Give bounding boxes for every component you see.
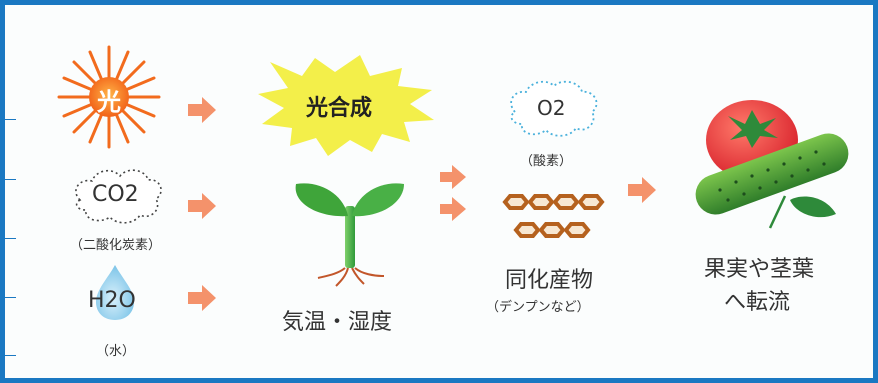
- co2-label: CO2: [92, 182, 139, 207]
- input-arrows: [188, 97, 216, 311]
- water-drop-icon: [96, 265, 134, 320]
- conditions-label: 気温・湿度: [282, 310, 393, 335]
- o2-caption: （酸素）: [520, 154, 573, 169]
- water-label: H2O: [88, 288, 136, 313]
- co2-caption: （二酸化炭素）: [70, 238, 162, 253]
- light-label: 光: [97, 88, 121, 116]
- edge-tick: [0, 297, 16, 298]
- edge-tick: [0, 119, 16, 120]
- edge-tick: [0, 355, 16, 356]
- photosynthesis-label: 光合成: [306, 96, 373, 121]
- o2-cloud-icon: [510, 80, 598, 137]
- sprout-icon: [295, 183, 404, 287]
- co2-cloud-icon: [75, 169, 162, 224]
- assimilate-label: 同化産物: [505, 268, 594, 293]
- tomato-cucumber-icon: [695, 100, 849, 229]
- water-caption: （水）: [96, 344, 136, 359]
- o2-label: O2: [537, 96, 566, 120]
- sun-icon: [57, 45, 161, 149]
- photosynthesis-burst-icon: [258, 55, 434, 156]
- assimilate-caption: （デンプンなど）: [486, 300, 590, 315]
- edge-tick: [0, 238, 16, 239]
- edge-tick: [0, 179, 16, 180]
- destination-line1: 果実や茎葉: [704, 257, 815, 282]
- output-arrows: [440, 165, 656, 221]
- destination-line2: へ転流: [724, 290, 791, 315]
- starch-icon: [502, 194, 605, 238]
